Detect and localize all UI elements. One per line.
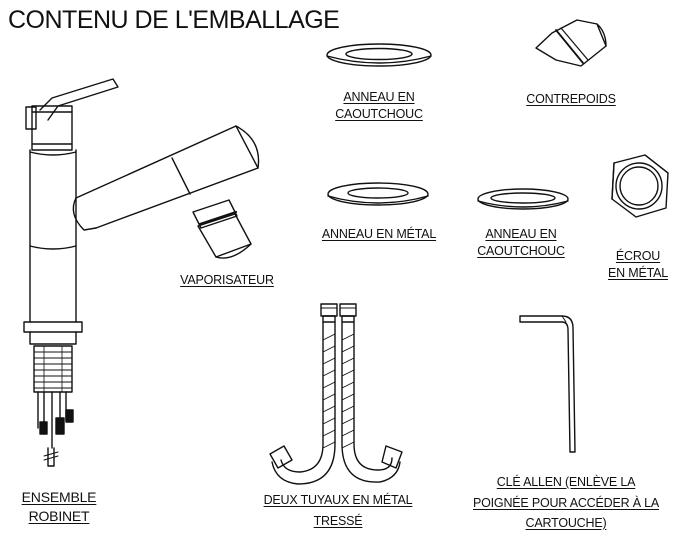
rubber-ring-label: ANNEAU EN CAOUTCHOUC [335,90,423,121]
sprayer-icon [192,199,252,259]
rubber-ring-icon [326,43,432,67]
metal-ring-label: ANNEAU EN MÉTAL [321,227,437,241]
braided-hose-icon [269,303,403,485]
allen-key-label: CLÉ ALLEN (ENLÈVE LA POIGNÉE POUR ACCÉDE… [472,475,660,530]
counterweight-label: CONTREPOIDS [526,92,616,106]
faucet-icon [23,78,260,467]
metal-nut-label: ÉCROU EN MÉTAL [608,249,668,280]
rubber-ring-right-label: ANNEAU EN CAOUTCHOUC [477,227,565,258]
faucet-label: ENSEMBLE ROBINET [21,489,97,524]
page-title: CONTENU DE L'EMBALLAGE [8,6,340,34]
allen-key-icon [519,315,576,453]
sprayer-label: VAPORISATEUR [180,273,274,287]
rubber-ring-icon [477,188,569,210]
hex-nut-icon [611,154,669,218]
hoses-label: DEUX TUYAUX EN MÉTAL TRESSÉ [263,493,413,528]
counterweight-icon [535,19,607,67]
metal-ring-icon [327,182,429,206]
